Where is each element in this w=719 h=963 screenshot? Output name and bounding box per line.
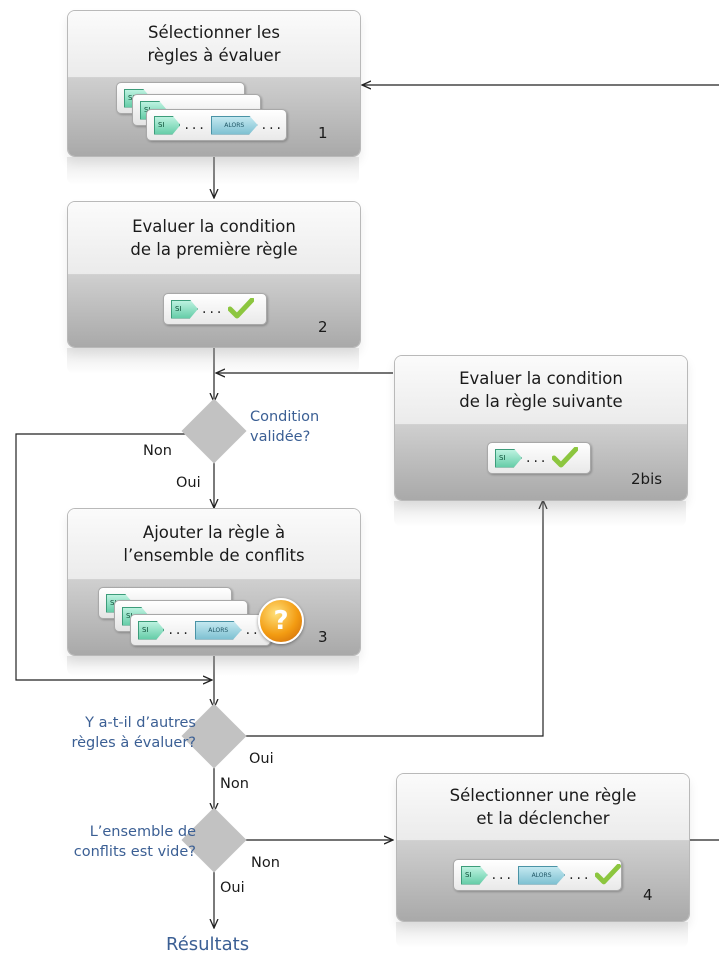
step-2-title-line2: de la première règle [130, 240, 298, 259]
ellipsis: ... [569, 867, 592, 883]
green-check-icon [595, 864, 621, 885]
step-2-number: 2 [318, 318, 328, 336]
rule-card-front: SI ... ALORS ... [146, 109, 287, 141]
step-1-header: Sélectionner les règles à évaluer [68, 11, 360, 78]
ellipsis: ... [261, 117, 284, 133]
step-1-number: 1 [318, 124, 328, 142]
step-3-body: SI SI SI ... ALORS ... ? 3 [68, 580, 360, 655]
arrow-decision2-oui [240, 500, 543, 737]
step-2bis-reflection [394, 501, 686, 527]
decision-2-no-label: Non [220, 776, 249, 792]
question-bubble-icon: ? [258, 598, 304, 644]
decision-3-yes-label: Oui [220, 880, 245, 896]
step-4-number: 4 [643, 886, 653, 904]
decision-3-question-line2: conflits est vide? [73, 844, 196, 860]
si-tag: SI [171, 299, 198, 319]
step-4-title-line1: Sélectionner une règle [449, 786, 637, 805]
arrow-decision1-non [15, 433, 212, 680]
step-4-box: Sélectionner une règle et la déclencher … [396, 773, 690, 922]
decision-2-question: Y a-t-il d’autres règles à évaluer? [20, 713, 196, 753]
decision-1-question-line2: validée? [250, 429, 311, 445]
rule-card-condition: SI ... [487, 442, 591, 474]
step-1-reflection [67, 157, 359, 185]
step-3-title-line1: Ajouter la règle à [142, 523, 286, 542]
step-3-title-line2: l’ensemble de conflits [123, 546, 305, 565]
step-2-header: Evaluer la condition de la première règl… [68, 202, 360, 275]
green-check-icon [552, 447, 579, 468]
ellipsis: ... [202, 301, 225, 317]
ellipsis: ... [168, 622, 191, 638]
step-3-number: 3 [318, 628, 328, 646]
green-check-icon [228, 298, 255, 319]
decision-1-yes-label: Oui [176, 475, 201, 491]
si-tag: SI [154, 115, 181, 135]
si-tag: SI [461, 865, 488, 885]
step-3-reflection [67, 656, 359, 676]
step-4-reflection [396, 922, 688, 948]
decision-2-yes-label: Oui [249, 751, 274, 767]
step-4-title-line2: et la déclencher [476, 809, 610, 828]
rule-card-front: SI ... ALORS ... [130, 614, 271, 646]
results-label: Résultats [166, 934, 250, 955]
decision-3-no-label: Non [251, 855, 280, 871]
ellipsis: ... [184, 117, 207, 133]
si-tag: SI [495, 448, 522, 468]
step-2-reflection [67, 348, 359, 374]
step-2bis-box: Evaluer la condition de la règle suivant… [394, 355, 688, 501]
step-2bis-title-line1: Evaluer la condition [459, 369, 623, 388]
step-1-body: SI SI SI ... ALORS ... 1 [68, 78, 360, 156]
step-3-header: Ajouter la règle à l’ensemble de conflit… [68, 509, 360, 580]
decision-1-no-label: Non [143, 443, 172, 459]
step-2bis-number: 2bis [631, 470, 663, 488]
decision-2-question-line2: règles à évaluer? [71, 735, 196, 751]
step-2bis-body: SI ... 2bis [395, 425, 687, 500]
alors-tag: ALORS [517, 865, 566, 885]
si-tag: SI [138, 620, 165, 640]
step-2-box: Evaluer la condition de la première règl… [67, 201, 361, 348]
decision-1-question-line1: Condition [250, 409, 320, 425]
step-3-box: Ajouter la règle à l’ensemble de conflit… [67, 508, 361, 656]
step-4-header: Sélectionner une règle et la déclencher [397, 774, 689, 841]
decision-2-question-line1: Y a-t-il d’autres [85, 715, 196, 731]
step-4-body: SI ... ALORS ... 4 [397, 841, 689, 921]
ellipsis: ... [526, 450, 549, 466]
decision-1-question: Condition validée? [250, 407, 319, 447]
step-2bis-title-line2: de la règle suivante [459, 392, 623, 411]
step-1-title-line1: Sélectionner les [147, 23, 280, 42]
ellipsis: ... [491, 867, 514, 883]
rule-card-fired: SI ... ALORS ... [453, 859, 622, 891]
rule-card-condition: SI ... [163, 293, 267, 325]
step-2bis-header: Evaluer la condition de la règle suivant… [395, 356, 687, 425]
decision-3-question: L’ensemble de conflits est vide? [20, 822, 196, 862]
alors-tag: ALORS [194, 620, 242, 640]
decision-3-question-line1: L’ensemble de [89, 824, 196, 840]
alors-tag: ALORS [210, 115, 258, 135]
step-1-title-line2: règles à évaluer [147, 46, 281, 65]
step-2-body: SI ... 2 [68, 275, 360, 347]
step-1-box: Sélectionner les règles à évaluer SI SI … [67, 10, 361, 157]
step-2-title-line1: Evaluer la condition [132, 217, 296, 236]
